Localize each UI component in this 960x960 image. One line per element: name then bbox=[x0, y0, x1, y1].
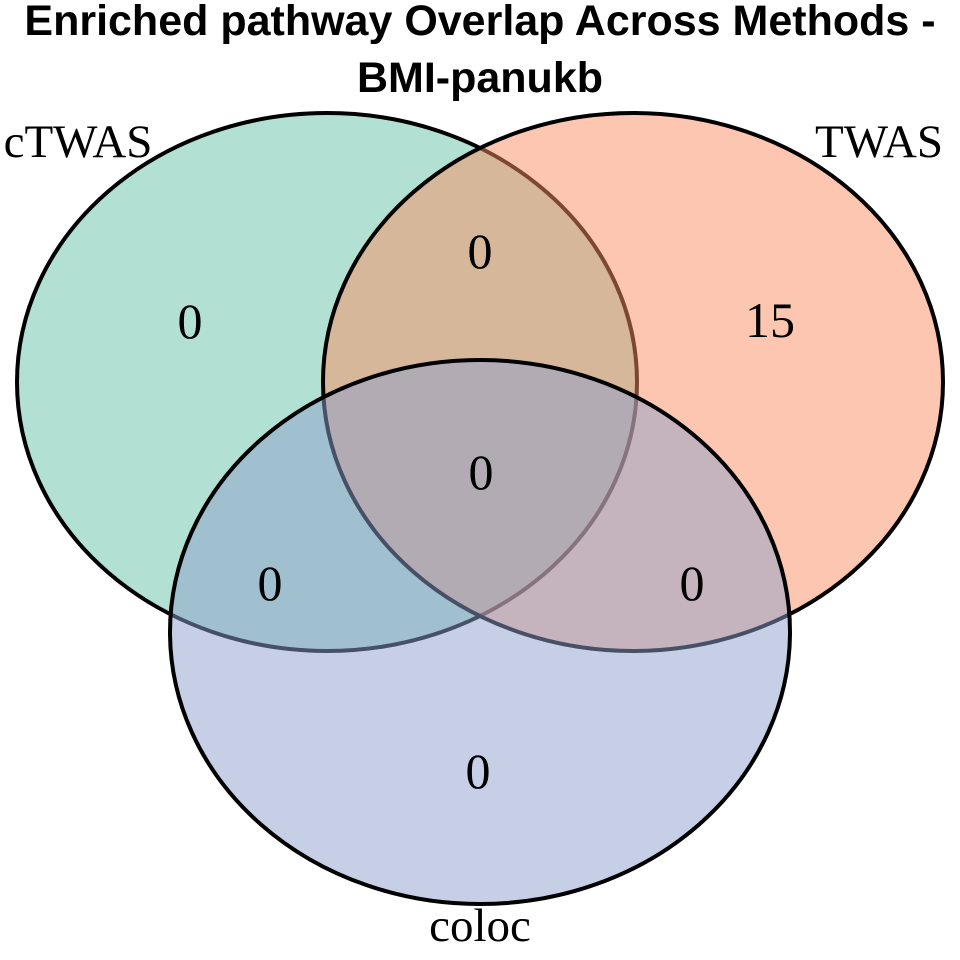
chart-title-line2: BMI-panukb bbox=[356, 54, 604, 102]
count-ctwas-only: 0 bbox=[178, 293, 203, 349]
count-twas-only: 15 bbox=[745, 292, 795, 348]
count-coloc-only: 0 bbox=[466, 743, 491, 799]
chart-title: Enriched pathway Overlap Across Methods … bbox=[0, 0, 960, 107]
count-all-three: 0 bbox=[469, 444, 494, 500]
chart-title-line1: Enriched pathway Overlap Across Methods … bbox=[24, 0, 936, 45]
count-twas-coloc: 0 bbox=[680, 555, 705, 611]
coloc-circle bbox=[168, 358, 792, 906]
twas-set-label: TWAS bbox=[815, 116, 943, 168]
coloc-set-label: coloc bbox=[429, 900, 531, 952]
count-ctwas-twas: 0 bbox=[468, 223, 493, 279]
count-ctwas-coloc: 0 bbox=[258, 555, 283, 611]
ctwas-set-label: cTWAS bbox=[4, 116, 153, 168]
